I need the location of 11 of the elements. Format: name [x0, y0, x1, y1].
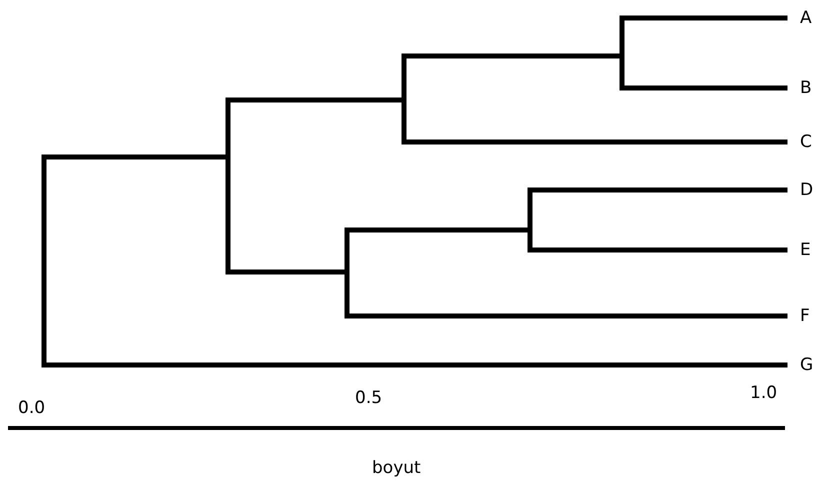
axis-title: boyut	[372, 458, 421, 478]
leaf-label: G	[800, 355, 814, 375]
scale-tick-label: 0.5	[355, 388, 382, 408]
leaf-label: B	[800, 78, 812, 98]
leaf-label: F	[800, 306, 810, 326]
leaf-label: A	[800, 8, 812, 28]
scale-tick-label: 0.0	[18, 398, 46, 418]
scale-tick-label: 1.0	[750, 383, 778, 403]
leaf-label: D	[800, 180, 814, 200]
leaf-label: C	[800, 132, 812, 152]
leaf-label: E	[800, 240, 811, 260]
